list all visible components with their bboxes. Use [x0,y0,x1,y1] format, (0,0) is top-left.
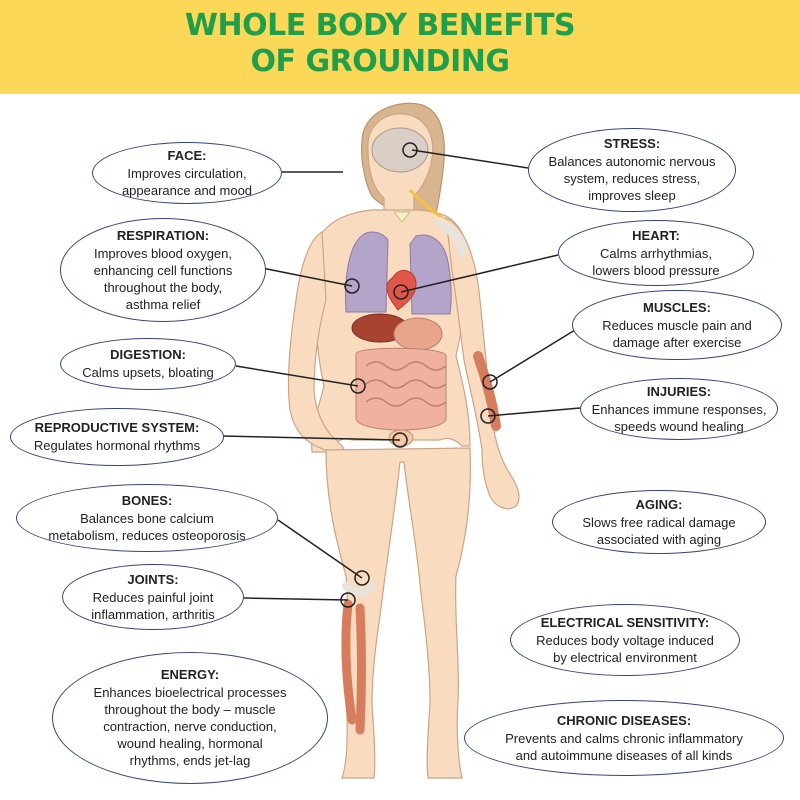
connector-joints [243,597,349,601]
callout-aging-line-1: Slows free radical damage [582,514,736,530]
callout-bones-line-2: metabolism, reduces osteoporosis [48,527,246,543]
callout-bones-heading: BONES: [121,492,173,508]
callout-digestion: DIGESTION: Calms upsets, bloating [60,338,236,390]
callout-stress-line-3: improves sleep [588,188,676,203]
title-line-1: WHOLE BODY BENEFITS [184,8,576,43]
shoulder-bone-shape [435,217,467,257]
callout-energy-line-5: rhythms, ends jet-lag [129,753,251,768]
callout-aging: AGING: Slows free radical damage associa… [552,490,766,554]
callout-muscles: MUSCLES: Reduces muscle pain and damage … [572,290,782,360]
connector-reproductive [221,435,401,441]
callout-muscles-line-2: damage after exercise [612,334,742,350]
callout-chronic: CHRONIC DISEASES: Prevents and calms chr… [464,700,784,776]
intestines-shape [355,347,447,431]
callout-injuries: INJURIES: Enhances immune responses, spe… [580,378,778,440]
callout-energy-line-4: wound healing, hormonal [117,736,263,751]
callout-electrical-line-1: Reduces body voltage induced [536,632,714,648]
callout-stress-line-2: system, reduces stress, [563,171,701,186]
callout-injuries-heading: INJURIES: [646,383,712,399]
marker-muscle [482,374,498,390]
connector-digestion [235,365,359,387]
callout-face-line-1: Improves circulation, [127,165,247,181]
callout-heart: HEART: Calms arrhythmias, lowers blood p… [558,220,754,286]
callout-electrical-line-2: by electrical environment [553,649,697,665]
callout-muscles-heading: MUSCLES: [643,299,711,315]
connector-stress [411,149,529,169]
brain-shape [371,127,429,173]
connector-muscles [489,329,576,383]
callout-reproductive-line-1: Regulates hormonal rhythms [33,438,201,453]
marker-joint [340,592,356,608]
left-arm-shape [287,230,345,456]
callout-face-line-2: appearance and mood [121,182,253,198]
callout-digestion-heading: DIGESTION: [110,347,186,362]
callout-respiration-line-3: throughout the body, [103,279,223,295]
right-lung-shape [409,234,452,315]
title-banner: WHOLE BODY BENEFITS OF GROUNDING [0,0,800,94]
callout-stress-line-1: Balances autonomic nervous [548,154,716,169]
title-line-2: OF GROUNDING [250,44,510,79]
callout-chronic-line-1: Prevents and calms chronic inflammatory [505,730,743,746]
callout-respiration-line-1: Improves blood oxygen, [93,245,233,261]
callout-heart-heading: HEART: [632,227,680,243]
marker-reproductive [392,432,408,448]
callout-energy-line-3: contraction, nerve conduction, [103,719,277,734]
callout-electrical: ELECTRICAL SENSITIVITY: Reduces body vol… [510,604,740,676]
callout-heart-line-1: Calms arrhythmias, [600,245,712,261]
callout-heart-line-2: lowers blood pressure [592,262,720,278]
callout-muscles-line-1: Reduces muscle pain and [602,317,752,333]
callout-stress-heading: STRESS: [603,136,661,151]
callout-chronic-line-2: and autoimmune diseases of all kinds [515,747,733,763]
callout-injuries-line-1: Enhances immune responses, [591,401,767,417]
callout-aging-heading: AGING: [635,496,683,512]
marker-circles [340,142,498,608]
callout-energy-heading: ENERGY: [160,667,220,682]
organs [341,127,501,735]
callout-joints: JOINTS: Reduces painful joint inflammati… [62,564,244,630]
connector-injuries [487,407,581,417]
connector-respiration [261,267,353,287]
connector-heart [400,254,559,293]
callout-joints-line-2: inflammation, arthritis [91,606,215,622]
callout-respiration-line-2: enhancing cell functions [93,262,233,278]
callout-aging-line-2: associated with aging [596,531,722,547]
callout-joints-heading: JOINTS: [127,571,179,587]
callout-reproductive: REPRODUCTIVE SYSTEM: Regulates hormonal … [10,408,224,466]
callout-respiration-line-4: asthma relief [125,296,201,312]
callout-energy-line-2: throughout the body – muscle [104,702,276,717]
callout-energy: ENERGY: Enhances bioelectrical processes… [52,652,328,784]
leg-muscle-shape [341,599,366,735]
knee-bone-shape [342,582,376,596]
stomach-shape [393,317,443,351]
marker-injury [480,408,496,424]
thyroid-shape [392,211,412,223]
callout-bones-line-1: Balances bone calcium [80,510,214,526]
marker-knee [354,570,370,586]
callout-digestion-line-1: Calms upsets, bloating [82,365,214,380]
callout-respiration: RESPIRATION: Improves blood oxygen, enha… [60,218,266,322]
callout-respiration-heading: RESPIRATION: [116,227,210,243]
callout-reproductive-heading: REPRODUCTIVE SYSTEM: [34,420,200,435]
marker-brain [402,142,418,158]
heart-shape [386,269,417,311]
marker-lung [344,278,360,294]
callout-stress: STRESS: Balances autonomic nervous syste… [528,128,736,212]
connector-bones [277,519,363,579]
marker-intestine [350,378,366,394]
connector-lines [221,149,581,601]
callout-bones: BONES: Balances bone calcium metabolism,… [16,484,278,552]
callout-face: FACE: Improves circulation, appearance a… [92,142,282,204]
callout-electrical-heading: ELECTRICAL SENSITIVITY: [540,614,710,630]
marker-heart [393,284,409,300]
callout-chronic-heading: CHRONIC DISEASES: [556,712,692,728]
callout-energy-line-1: Enhances bioelectrical processes [93,685,287,700]
callout-injuries-line-2: speeds wound healing [614,418,744,434]
intestine-folds [365,361,447,407]
callout-face-heading: FACE: [167,147,207,163]
callout-joints-line-1: Reduces painful joint [92,589,214,605]
